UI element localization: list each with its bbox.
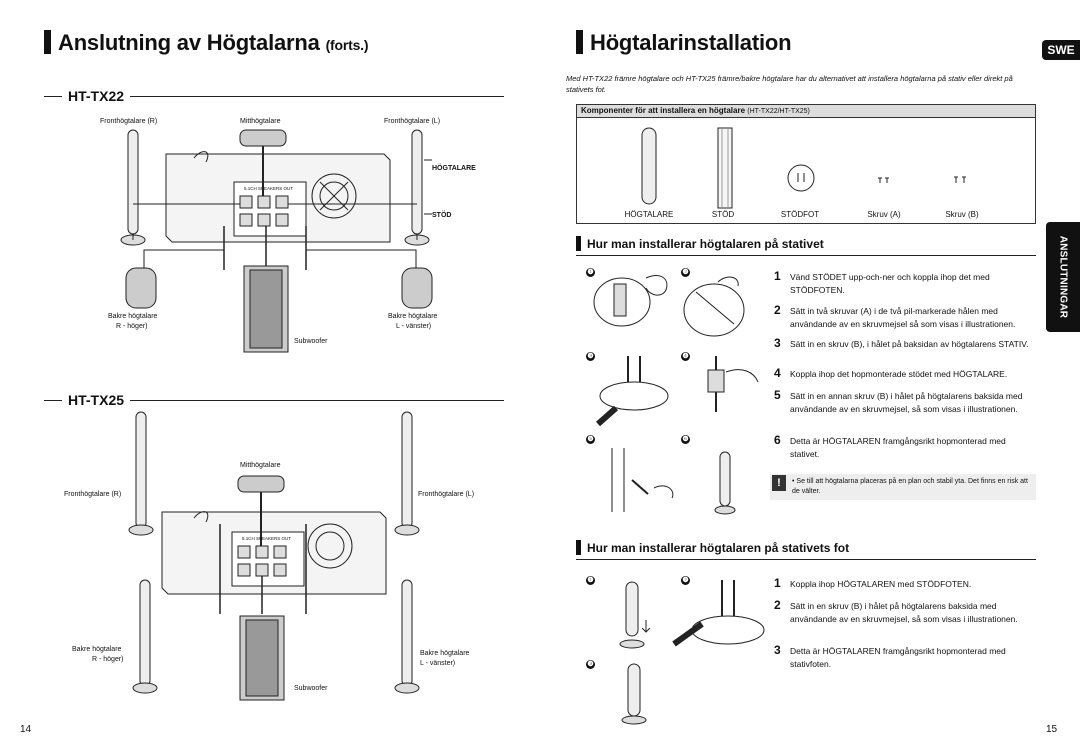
tx25-panel-label: 5.1CH SPEAKERS OUT xyxy=(242,536,291,541)
fig2-number-1: ❶ xyxy=(586,576,595,585)
tx25-diagram-box xyxy=(44,400,504,704)
component-label-stod: STÖD xyxy=(711,210,735,219)
components-header-small: (HT-TX22/HT-TX25) xyxy=(747,108,810,115)
tx25-rear-left-label-2: L - vänster) xyxy=(420,660,456,667)
left-page-number: 14 xyxy=(20,724,32,735)
left-title-small: (forts.) xyxy=(325,37,369,53)
note-icon: ! xyxy=(772,475,786,491)
tx22-diagram: 5.1CH SPEAKERS OUT xyxy=(120,129,433,353)
fig1-number-6: ❻ xyxy=(681,435,690,444)
right-page-title: Högtalarinstallation xyxy=(590,30,792,55)
fig1-number-2: ❷ xyxy=(681,268,690,277)
tx22-stod-label: STÖD xyxy=(432,212,452,219)
tx22-subwoofer-label: Subwoofer xyxy=(294,338,328,345)
right-title-bar xyxy=(576,30,583,54)
components-header: Komponenter för att installera en högtal… xyxy=(576,104,1036,118)
fig2-number-2: ❷ xyxy=(681,576,690,585)
left-title-main: Anslutning av Högtalarna xyxy=(58,30,320,55)
tx25-subwoofer-label: Subwoofer xyxy=(294,685,328,692)
tx22-panel-label: 5.1CH SPEAKERS OUT xyxy=(244,186,293,191)
tx25-rear-right-label-2: R - höger) xyxy=(92,656,124,663)
fig1-number-5: ❺ xyxy=(586,435,595,444)
tx25-front-left-label: Fronthögtalare (L) xyxy=(418,491,475,498)
section-tab-label: ANSLUTNINGAR xyxy=(1057,235,1069,319)
fig1-number-3: ❸ xyxy=(586,352,595,361)
tx22-hogtalare-label: HÖGTALARE xyxy=(432,165,476,172)
fig1-number-4: ❹ xyxy=(681,352,690,361)
tx22-rear-right-label-2: R - höger) xyxy=(116,323,148,330)
tx25-rear-left-label-1: Bakre högtalare xyxy=(420,650,470,657)
section1-bar xyxy=(576,236,581,251)
left-page-title: Anslutning av Högtalarna (forts.) xyxy=(58,30,369,56)
component-label-skruv-b: Skruv (B) xyxy=(945,210,979,219)
fig1-number-1: ❶ xyxy=(586,268,595,277)
tx22-model-label: HT-TX22 xyxy=(62,88,131,104)
tx25-center-label: Mitthögtalare xyxy=(240,462,281,469)
tx25-rear-right-label-1: Bakre högtalare xyxy=(72,646,122,653)
component-label-hogtalare: HÖGTALARE xyxy=(624,210,674,219)
tx22-rear-left-label-1: Bakre högtalare xyxy=(388,313,438,320)
components-header-bold: Komponenter för att installera en högtal… xyxy=(581,106,746,115)
section2-illustrations xyxy=(619,580,765,725)
tx22-diagram-box xyxy=(44,96,504,358)
component-label-skruv-a: Skruv (A) xyxy=(867,210,901,219)
tx22-rear-right-label-1: Bakre högtalare xyxy=(108,313,158,320)
section2-rule xyxy=(576,559,1036,560)
tx25-front-right-label: Fronthögtalare (R) xyxy=(64,491,122,498)
language-tab: SWE xyxy=(1042,40,1080,60)
right-page-number: 15 xyxy=(1046,724,1058,735)
tx22-front-right-label: Fronthögtalare (R) xyxy=(100,118,158,125)
note-text: • Se till att högtalarna placeras på en … xyxy=(792,478,1028,495)
components-box xyxy=(576,118,1036,224)
component-label-stodfot: STÖDFOT xyxy=(780,210,820,219)
tx25-model-label: HT-TX25 xyxy=(62,392,131,408)
tx22-center-label: Mitthögtalare xyxy=(240,118,281,125)
tx22-front-left-label: Fronthögtalare (L) xyxy=(384,118,441,125)
section2-title: Hur man installerar högtalaren på stativ… xyxy=(587,541,850,555)
section1-rule xyxy=(576,255,1036,256)
note-box xyxy=(770,474,1036,500)
tx25-diagram: 5.1CH SPEAKERS OUT xyxy=(128,411,420,701)
section2-bar xyxy=(576,540,581,555)
intro-text: Med HT-TX22 främre högtalare och HT-TX25… xyxy=(566,74,1013,94)
components-illustrations xyxy=(641,127,966,209)
section1-illustrations xyxy=(593,275,759,515)
title-bar xyxy=(44,30,51,54)
fig2-number-3: ❸ xyxy=(586,660,595,669)
section1-title: Hur man installerar högtalaren på stativ… xyxy=(587,237,824,251)
tx22-rear-left-label-2: L - vänster) xyxy=(396,323,432,330)
section-tab: ANSLUTNINGAR xyxy=(1046,222,1080,332)
